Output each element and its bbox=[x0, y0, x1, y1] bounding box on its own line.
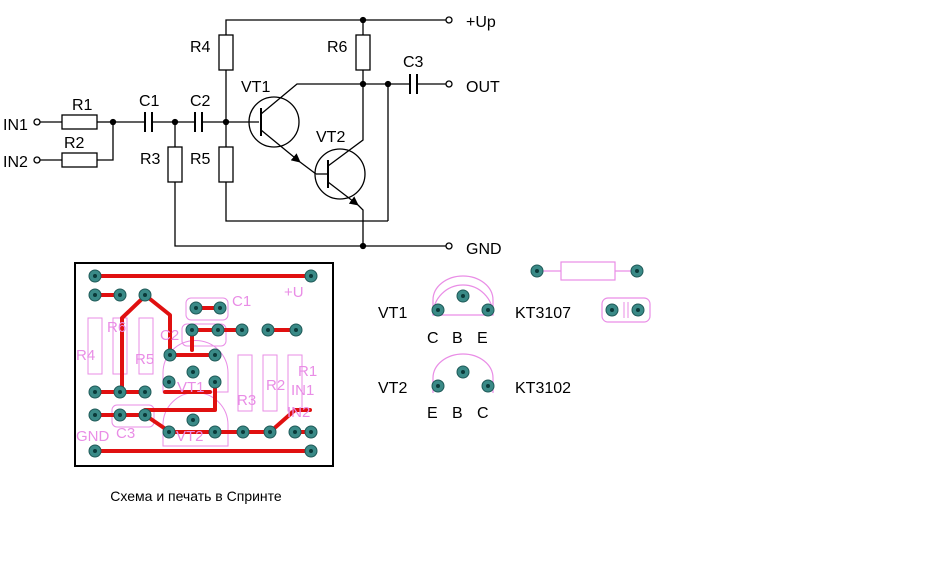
label-r5: R5 bbox=[190, 151, 211, 168]
pcb-label-r2: R2 bbox=[266, 377, 285, 394]
label-vt1: VT1 bbox=[241, 79, 270, 96]
pcb-label-vt2: VT2 bbox=[176, 428, 204, 445]
pcb-label-r5: R5 bbox=[135, 351, 154, 368]
pcb-label-r6: R6 bbox=[107, 319, 126, 336]
pcb-label-c2: C2 bbox=[160, 327, 179, 344]
label-in2: IN2 bbox=[3, 154, 28, 171]
pcb-label-gnd: GND bbox=[76, 428, 110, 445]
r6-symbol bbox=[355, 34, 371, 71]
pcb-label-c1: C1 bbox=[232, 293, 251, 310]
r2-symbol bbox=[61, 152, 98, 168]
schematic bbox=[33, 16, 453, 250]
in1-terminal bbox=[33, 118, 41, 126]
label-gnd: GND bbox=[466, 241, 502, 258]
label-r3: R3 bbox=[140, 151, 161, 168]
label-r2: R2 bbox=[64, 135, 85, 152]
figure-caption: Схема и печать в Спринте bbox=[110, 488, 282, 504]
r3-symbol bbox=[167, 146, 183, 183]
capacitor-footprint bbox=[601, 297, 651, 323]
label-r6: R6 bbox=[327, 39, 348, 56]
pcb-label-in2: IN2 bbox=[287, 404, 310, 421]
pcb-label-r4: R4 bbox=[76, 347, 95, 364]
pinout-vt1-device: VT1 bbox=[378, 305, 407, 322]
label-out: OUT bbox=[466, 79, 500, 96]
pinout-vt2-device: VT2 bbox=[378, 380, 407, 397]
resistor-footprint bbox=[530, 261, 644, 281]
label-in1: IN1 bbox=[3, 117, 28, 134]
pcb-label-in1: IN1 bbox=[291, 382, 314, 399]
pcb-label-plus-u: +U bbox=[284, 284, 304, 301]
vt2-symbol bbox=[314, 148, 366, 200]
label-c1: C1 bbox=[139, 93, 160, 110]
schematic-labels: IN1 IN2 R1 R2 C1 C2 R3 R4 R5 R6 VT1 VT2 … bbox=[3, 14, 502, 258]
pinout-vt1-pin-1: C bbox=[427, 330, 439, 347]
label-c2: C2 bbox=[190, 93, 211, 110]
r4-symbol bbox=[218, 34, 234, 71]
pcb-labels: +U R4 R6 R5 C1 C2 VT1 R3 R2 R1 IN1 IN2 C… bbox=[76, 284, 317, 445]
label-plus-up: +Up bbox=[466, 14, 496, 31]
label-c3: C3 bbox=[403, 54, 424, 71]
pinout-vt1-pin-3: E bbox=[477, 330, 488, 347]
pcb-traces bbox=[93, 274, 313, 453]
pcb-label-r1: R1 bbox=[298, 363, 317, 380]
pinout-vt2: VT2 E B C KT3102 bbox=[378, 353, 571, 422]
pinout-vt2-pin-3: C bbox=[477, 405, 489, 422]
label-vt2: VT2 bbox=[316, 129, 345, 146]
label-r4: R4 bbox=[190, 39, 211, 56]
pcb-board: +U R4 R6 R5 C1 C2 VT1 R3 R2 R1 IN1 IN2 C… bbox=[74, 262, 334, 467]
pinout-vt1-pin-2: B bbox=[452, 330, 463, 347]
label-r1: R1 bbox=[72, 97, 93, 114]
in2-terminal bbox=[33, 156, 41, 164]
r1-symbol bbox=[61, 114, 98, 130]
pinout-vt1-part: KT3107 bbox=[515, 305, 571, 322]
pcb-label-c3: C3 bbox=[116, 425, 135, 442]
pcb-pad-holes bbox=[93, 274, 313, 453]
pinout-vt2-pin-2: B bbox=[452, 405, 463, 422]
pinout-vt2-part: KT3102 bbox=[515, 380, 571, 397]
pinout-vt1: VT1 C B E KT3107 bbox=[378, 275, 571, 347]
pcb-label-r3: R3 bbox=[237, 392, 256, 409]
r5-symbol bbox=[218, 146, 234, 183]
pinout-vt2-pin-1: E bbox=[427, 405, 438, 422]
pcb-label-vt1: VT1 bbox=[177, 379, 205, 396]
